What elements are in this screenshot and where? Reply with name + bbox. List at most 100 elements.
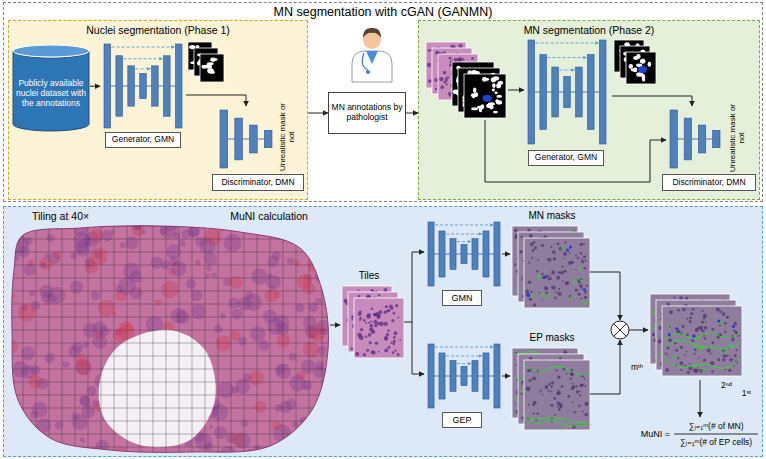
nucleus [359, 334, 361, 336]
tissue-dot [701, 310, 703, 312]
dataset-label: Publicly available nuclei dataset with t… [16, 62, 86, 126]
tissue-dot [707, 348, 711, 352]
image-tile [524, 238, 590, 308]
tissue-dot [580, 252, 583, 255]
nucleus-mask [491, 77, 496, 82]
tissue-dot [686, 351, 688, 353]
tissue-dot [682, 325, 685, 328]
tissue-patch [131, 219, 143, 231]
mn-outline [531, 294, 534, 297]
flow-arrow [308, 113, 328, 114]
tissue-dot [728, 369, 731, 372]
tissue-dot [567, 410, 569, 412]
tissue-patch [287, 258, 294, 265]
tissue-patch [310, 424, 318, 432]
tile-grid [8, 278, 332, 279]
tissue-patch [300, 417, 310, 427]
tissue-dot [574, 412, 575, 413]
tissue-dot [563, 350, 567, 354]
tissue-dot [584, 378, 586, 380]
mn-outline [579, 277, 582, 280]
layer-bar [140, 73, 147, 98]
tissue-dot [731, 338, 734, 341]
tissue-dot [548, 277, 552, 281]
nucleus [446, 83, 448, 85]
layer-link [692, 139, 699, 140]
tissue-dot [667, 354, 669, 356]
tissue-dot [567, 395, 570, 398]
tissue-dot [554, 296, 557, 299]
hair [363, 28, 381, 38]
tissue-patch [249, 370, 264, 385]
tissue-dot [722, 358, 725, 361]
layer-link [467, 254, 472, 255]
tile-grid [23, 222, 24, 456]
mask-ground [200, 54, 224, 82]
layer-bar [494, 222, 500, 286]
tissue-patch [285, 226, 289, 230]
tissue-dot [703, 335, 705, 337]
nucleus-mask [202, 65, 208, 69]
layer-bar [588, 55, 595, 130]
tissue-dot [719, 311, 722, 314]
layer-link [122, 86, 127, 87]
layer-bar [220, 110, 228, 168]
tile-grid [8, 434, 332, 435]
tissue-patch [200, 238, 216, 254]
multiply-cross [614, 324, 627, 337]
nucleus [371, 350, 375, 354]
tissue-dot [558, 409, 560, 411]
network-label: Discriminator, DMN [662, 174, 756, 191]
tissue-dot [545, 291, 548, 294]
tissue-patch [228, 297, 239, 308]
flow-arrow [590, 272, 620, 320]
nucleus [386, 333, 389, 336]
nucleus [375, 319, 377, 321]
tissue-patch [151, 257, 163, 269]
tissue-dot [691, 339, 694, 342]
layer-bar [175, 44, 182, 128]
nucleus [395, 304, 398, 307]
tissue-dot [558, 292, 562, 296]
tissue-dot [534, 246, 537, 249]
panel-ground [3, 2, 763, 202]
tissue-patch [294, 260, 300, 266]
tissue-dot [703, 317, 705, 319]
tissue-patch [286, 438, 295, 447]
nucleus [447, 76, 450, 79]
tissue-patch [273, 424, 291, 442]
layer-link [706, 139, 713, 140]
layer-link [228, 139, 235, 140]
multiply-circle [611, 321, 629, 339]
tissue-patch [296, 303, 305, 312]
tissue-dot [584, 402, 588, 406]
index-label: mᵗʰ [626, 362, 648, 374]
tissue-patch [90, 247, 108, 265]
flow-arrow [485, 120, 666, 182]
tissue-patch [212, 272, 218, 278]
tissue-dot [693, 334, 695, 336]
tissue-dot [515, 364, 517, 366]
mn-outline [573, 280, 576, 283]
nucleus [373, 320, 377, 324]
network-label: Generator, GMN [528, 150, 604, 166]
nucleus [351, 348, 353, 350]
layer-bar [428, 222, 434, 286]
mn-outline [584, 301, 587, 304]
tissue-dot [687, 371, 690, 374]
layer-link [489, 254, 494, 255]
tissue-dot [704, 326, 708, 330]
tile-grid [8, 252, 332, 253]
flow-arrow [412, 322, 424, 374]
tissue-patch [312, 439, 328, 455]
tissue-dot [583, 267, 586, 270]
skip-connection [559, 70, 574, 71]
tissue-dot [548, 390, 550, 392]
mn-dot [566, 249, 569, 252]
tissue-patch [169, 257, 178, 266]
nucleus-mask [496, 95, 502, 98]
tissue-patch [188, 226, 199, 237]
nucleus-mask [495, 99, 499, 102]
mn-dot [717, 319, 720, 322]
